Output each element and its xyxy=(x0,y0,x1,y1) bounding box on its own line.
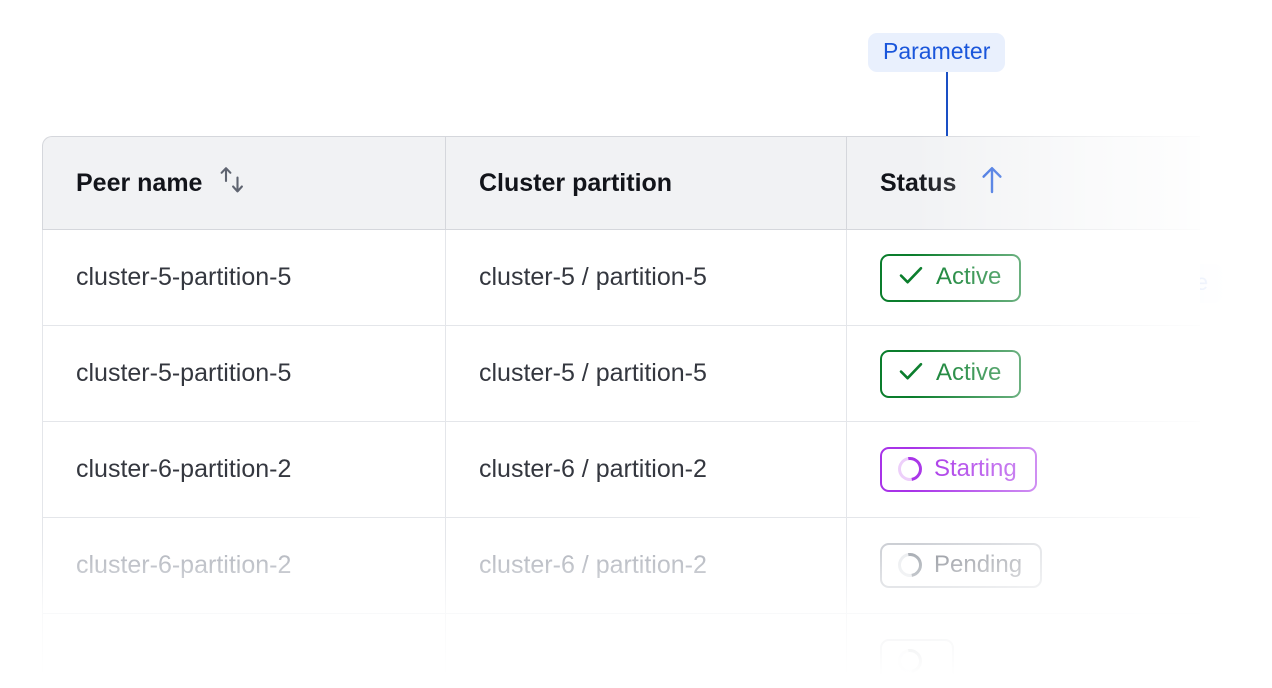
table-header: Peer name Cluster partit xyxy=(42,136,1200,230)
cell-status: Starting xyxy=(846,422,1200,518)
parameter-callout-badge: Parameter xyxy=(868,33,1006,72)
status-label: Starting xyxy=(934,455,1017,482)
table-row[interactable]: cluster-5-partition-5 cluster-5 / partit… xyxy=(42,230,1200,326)
cell-peer-name: cluster-6-partition-2 xyxy=(42,422,445,518)
table-row[interactable]: cluster-6-partition-2 cluster-6 / partit… xyxy=(42,422,1200,518)
column-header-label: Cluster partition xyxy=(479,168,673,197)
arrow-up-icon[interactable] xyxy=(979,165,1005,202)
peers-table-container: Peer name Cluster partit xyxy=(42,136,1272,688)
status-label: Pending xyxy=(934,551,1023,578)
cell-cluster-partition: cluster-6 / partition-2 xyxy=(445,422,846,518)
cell-peer-name: cluster-6-partition-2 xyxy=(42,518,445,614)
cell-status: Active xyxy=(846,230,1200,326)
cell-status: Pending xyxy=(846,518,1200,614)
column-header-label: Status xyxy=(880,168,957,197)
table-row[interactable]: cluster-6-partition-2 cluster-6 / partit… xyxy=(42,518,1200,614)
check-icon xyxy=(898,360,924,387)
cell-cluster-partition: cluster-5 / partition-5 xyxy=(445,230,846,326)
table-header-row: Peer name Cluster partit xyxy=(42,136,1200,230)
table-row[interactable] xyxy=(42,614,1200,688)
cell-status: Active xyxy=(846,326,1200,422)
cell-peer-name xyxy=(42,614,445,688)
spinner-icon xyxy=(893,644,927,678)
sort-updown-icon[interactable] xyxy=(219,165,246,202)
column-header-label: Peer name xyxy=(76,168,203,197)
cell-peer-name: cluster-5-partition-5 xyxy=(42,230,445,326)
status-badge-pending xyxy=(880,639,954,684)
cell-cluster-partition xyxy=(445,614,846,688)
check-icon xyxy=(898,264,924,291)
table-body: cluster-5-partition-5 cluster-5 / partit… xyxy=(42,230,1200,688)
cell-status xyxy=(846,614,1200,688)
table-row[interactable]: cluster-5-partition-5 cluster-5 / partit… xyxy=(42,326,1200,422)
spinner-icon xyxy=(893,548,927,582)
status-label: Active xyxy=(936,263,1002,290)
column-header-peer-name[interactable]: Peer name xyxy=(42,136,445,230)
status-label: Active xyxy=(936,359,1002,386)
status-badge-starting: Starting xyxy=(880,447,1037,492)
column-header-cluster-partition[interactable]: Cluster partition xyxy=(445,136,846,230)
column-header-status[interactable]: Status xyxy=(846,136,1200,230)
spinner-icon xyxy=(893,452,927,486)
parameter-leader-line xyxy=(946,72,948,156)
peers-table: Peer name Cluster partit xyxy=(42,136,1200,688)
status-badge-pending: Pending xyxy=(880,543,1043,588)
cell-cluster-partition: cluster-5 / partition-5 xyxy=(445,326,846,422)
status-badge-active: Active xyxy=(880,253,1022,302)
cell-peer-name: cluster-5-partition-5 xyxy=(42,326,445,422)
status-badge-active: Active xyxy=(880,349,1022,398)
cell-cluster-partition: cluster-6 / partition-2 xyxy=(445,518,846,614)
